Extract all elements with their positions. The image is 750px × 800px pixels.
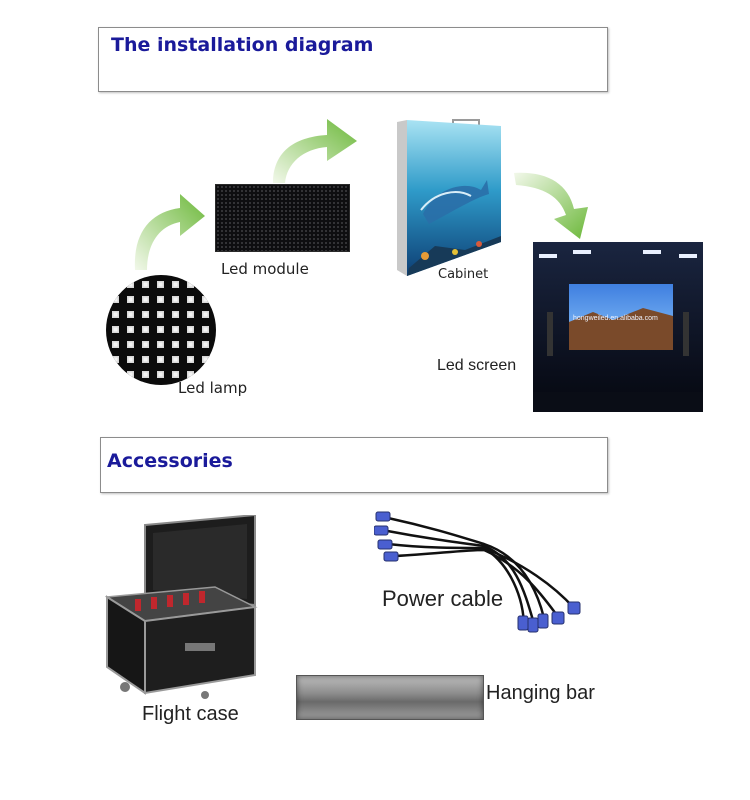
- cabinet-label: Cabinet: [438, 267, 489, 282]
- led-module-label: Led module: [221, 260, 309, 278]
- green-arrow-icon: [125, 188, 210, 273]
- installation-header-box: The installation diagram: [98, 27, 608, 92]
- flight-case-image: [104, 513, 260, 700]
- led-module-image: [215, 184, 350, 252]
- led-lamp-label: Led lamp: [178, 379, 248, 397]
- green-arrow-icon: [510, 163, 595, 243]
- hanging-bar-image: [296, 675, 484, 720]
- green-arrow-icon: [265, 115, 360, 185]
- led-lamp-image: [106, 275, 216, 385]
- flight-case-label: Flight case: [142, 703, 239, 725]
- led-screen-label: Led screen: [437, 357, 517, 374]
- accessories-header-box: Accessories: [100, 437, 608, 493]
- installation-title: The installation diagram: [111, 34, 374, 56]
- accessories-title: Accessories: [107, 450, 233, 472]
- power-cable-label: Power cable: [382, 586, 504, 611]
- hanging-bar-label: Hanging bar: [486, 682, 595, 704]
- led-screen-image: hongweiled.en.alibaba.com: [533, 242, 703, 412]
- screen-watermark: hongweiled.en.alibaba.com: [573, 315, 658, 322]
- cabinet-image: [395, 118, 505, 278]
- power-cable-image: [373, 508, 584, 633]
